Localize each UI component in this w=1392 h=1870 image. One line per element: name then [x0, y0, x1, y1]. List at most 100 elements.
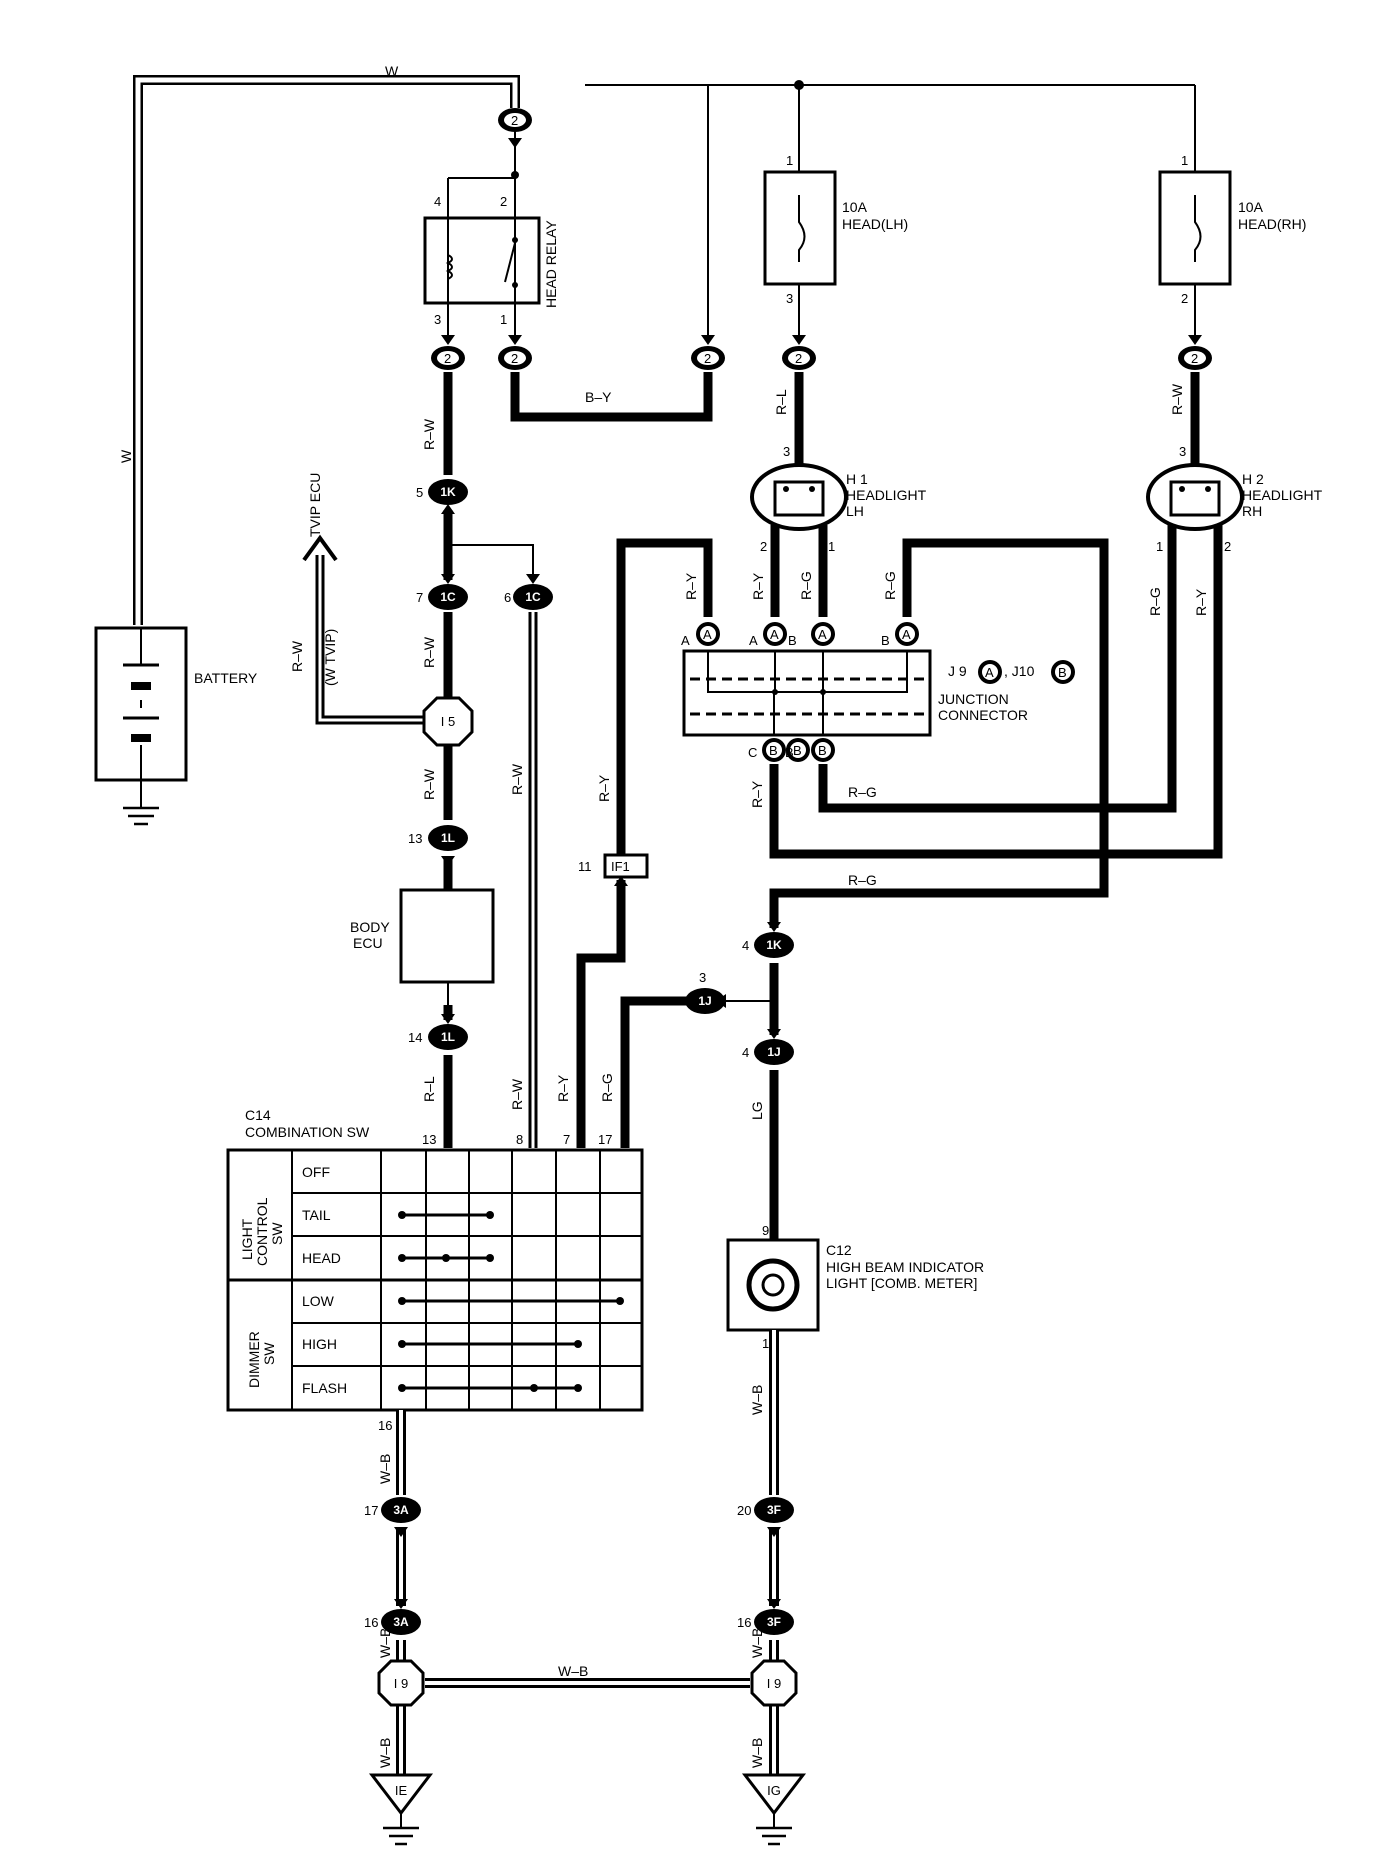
body-ecu-label-2: ECU [353, 935, 383, 951]
fuse-rh-rating: 10A [1238, 199, 1264, 215]
wire-label-r-w-tvip: R–W [289, 640, 305, 672]
pin-fuse-lh-3: 3 [786, 291, 793, 306]
wire-label-r-g-jb-bottom: R–G [848, 784, 877, 800]
junction-pins [696, 622, 1075, 762]
jc-side-c: C [748, 745, 757, 760]
h1-name: HEADLIGHT [846, 487, 927, 503]
wire-label-r-g-ja: R–G [798, 571, 814, 600]
head-relay-label: HEAD RELAY [543, 220, 559, 308]
head-relay [423, 130, 541, 340]
wire-label-lg: LG [749, 1101, 765, 1120]
pin-c14-7: 7 [563, 1132, 570, 1147]
connector-if1-label: IF1 [611, 859, 630, 874]
wire-label-r-y-h2: R–Y [1193, 588, 1209, 616]
pin-h2-2: 2 [1224, 539, 1231, 554]
pin-c14-13: 13 [422, 1132, 436, 1147]
wire-label-r-w-long: R–W [509, 763, 525, 795]
jc-side-b-bottom: B [785, 745, 794, 760]
body-ecu-label-1: BODY [350, 919, 390, 935]
h2-name: HEADLIGHT [1242, 487, 1323, 503]
tvip-ecu-label: TVIP ECU [307, 473, 323, 537]
pin-h1-2: 2 [760, 539, 767, 554]
wire-label-r-w-i5: R–W [421, 768, 437, 800]
connector-3f-a: 3F [767, 1503, 781, 1517]
pin-c12-1: 1 [762, 1336, 769, 1351]
pin-5: 5 [416, 485, 423, 500]
connector-2d: 2 [704, 351, 711, 366]
junction-i9-octagons [377, 1659, 798, 1707]
wire-label-w-b-7: W–B [749, 1738, 765, 1768]
switch-row-off: OFF [302, 1164, 330, 1180]
wire-label-r-l-c14: R–L [421, 1076, 437, 1102]
pin-3-1j: 3 [699, 970, 706, 985]
pin-fuse-lh-1: 1 [786, 153, 793, 168]
connector-1k-b: 1K [766, 938, 782, 952]
switch-group2-line1: DIMMER [246, 1331, 262, 1388]
junction-legend-b: B [1058, 665, 1067, 680]
pin-c14-8: 8 [516, 1132, 523, 1147]
junction-legend-a: A [985, 665, 994, 680]
wire-label-w-b-3: W–B [377, 1628, 393, 1658]
pin-14: 14 [408, 1030, 422, 1045]
connector-3a-a: 3A [393, 1503, 409, 1517]
wire-color-labels: B–Y R–L R–W R–W R–W (W TVIP) R–W R–W R–W… [289, 383, 1209, 1768]
pin-7: 7 [416, 590, 423, 605]
wire-label-w-b-4: W–B [749, 1628, 765, 1658]
wire-label-r-y-if1: R–Y [596, 774, 612, 802]
pin-c12-9: 9 [762, 1223, 769, 1238]
pin-4-1j: 4 [742, 1045, 749, 1060]
junction-pin-a3: A [818, 627, 827, 642]
pin-16a: 16 [364, 1615, 378, 1630]
wire-label-r-w-c14: R–W [509, 1078, 525, 1110]
connector-3a-b: 3A [393, 1615, 409, 1629]
connector-ovals [431, 108, 1212, 370]
connector-2c: 2 [511, 351, 518, 366]
connector-3f-b: 3F [767, 1615, 781, 1629]
switch-row-flash: FLASH [302, 1380, 347, 1396]
junction-pin-a4: A [902, 627, 911, 642]
wire-label-r-w-tvip-sub: (W TVIP) [322, 629, 338, 686]
junction-pin-a2: A [770, 627, 779, 642]
connector-1k-top: 1K [440, 485, 456, 499]
h2-id: H 2 [1242, 471, 1264, 487]
ground-wires [396, 1330, 779, 1775]
switch-row-tail: TAIL [302, 1207, 331, 1223]
h2-side: RH [1242, 503, 1262, 519]
pin-16b: 16 [737, 1615, 751, 1630]
pin-20: 20 [737, 1503, 751, 1518]
switch-row-head: HEAD [302, 1250, 341, 1266]
pin-h1-1: 1 [828, 539, 835, 554]
junction-i9-right: I 9 [767, 1676, 781, 1691]
connector-if1 [603, 853, 649, 879]
connector-2b: 2 [444, 351, 451, 366]
wire-label-r-y-ja1: R–Y [683, 572, 699, 600]
junction-connector [682, 649, 932, 737]
pin-c14-16: 16 [378, 1418, 392, 1433]
jc-side-a1: A [681, 633, 690, 648]
wire-label-r-g-jb: R–G [882, 571, 898, 600]
pin-relay-1: 1 [500, 312, 507, 327]
connector-1j-b: 1J [767, 1045, 780, 1059]
switch-group2-line2: SW [261, 1342, 277, 1365]
wire-label-r-y-ja2: R–Y [750, 572, 766, 600]
wire-label-r-w-relay: R–W [421, 418, 437, 450]
pin-h2-1: 1 [1156, 539, 1163, 554]
wire-label-b-y: B–Y [585, 389, 612, 405]
fuse-head-lh [585, 80, 1195, 340]
combination-switch [226, 1148, 644, 1412]
pin-fuse-rh-1: 1 [1181, 153, 1188, 168]
battery-label: BATTERY [194, 670, 258, 686]
c14-id: C14 [245, 1107, 271, 1123]
jc-side-b2: B [881, 633, 890, 648]
pin-relay-3: 3 [434, 312, 441, 327]
connector-1j-a: 1J [698, 994, 711, 1008]
switch-group1-line3: SW [269, 1222, 285, 1245]
switch-row-high: HIGH [302, 1336, 337, 1352]
wire-label-r-w-fuse: R–W [1169, 383, 1185, 415]
pin-h2-3: 3 [1179, 444, 1186, 459]
connector-chevrons [394, 138, 1202, 1609]
jc-side-a2: A [749, 633, 758, 648]
wire-label-r-g-1k: R–G [848, 872, 877, 888]
body-ecu [399, 888, 495, 984]
wire-label-w-top: W [385, 63, 399, 79]
